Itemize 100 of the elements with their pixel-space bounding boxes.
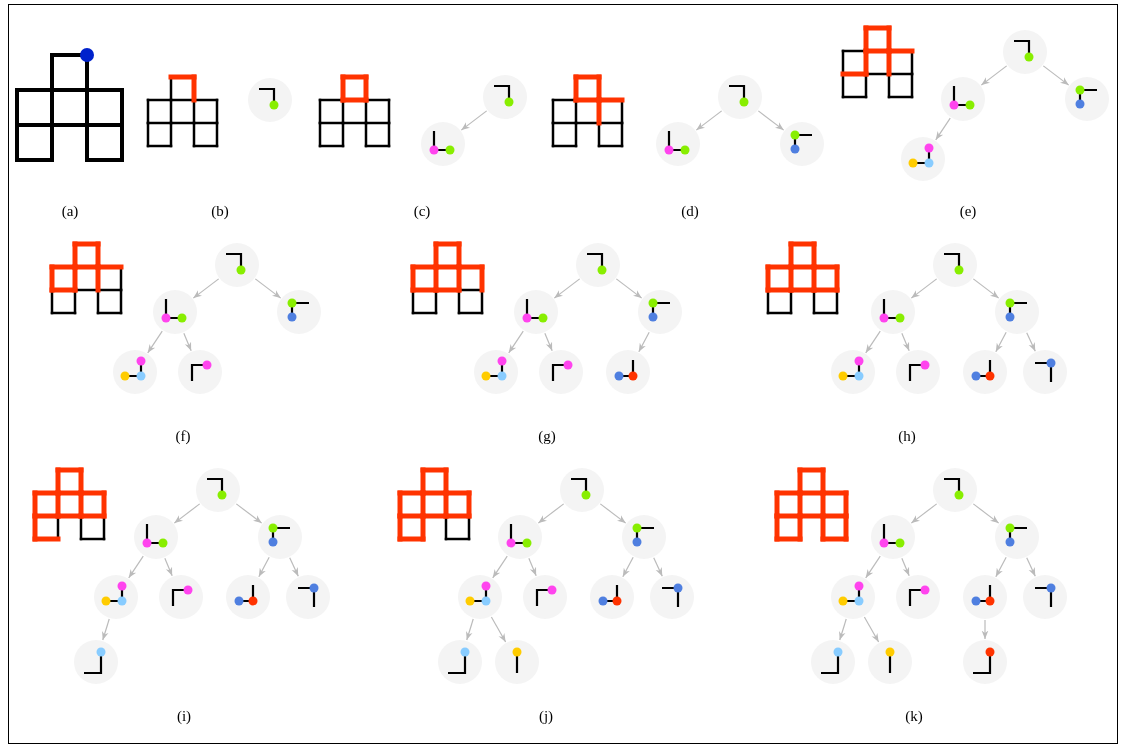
arrow <box>1042 65 1070 86</box>
arrow <box>638 331 650 353</box>
arrow <box>183 332 192 352</box>
tree-node-circle <box>498 515 542 559</box>
tree-node-circle <box>871 290 915 334</box>
arrow <box>289 557 299 577</box>
tree-node-circle <box>933 468 977 512</box>
arrow <box>980 65 1008 86</box>
tree-node-circle <box>178 350 222 394</box>
tree-node-circle <box>933 243 977 287</box>
arrow <box>173 503 201 524</box>
tree-node-circle <box>622 515 666 559</box>
tree-node-circle <box>1023 350 1067 394</box>
arrow <box>995 556 1007 578</box>
tree-node-circle <box>868 640 912 684</box>
tree-node-circle <box>74 640 118 684</box>
tree-node-circle <box>1003 30 1047 74</box>
arrow <box>910 503 938 524</box>
tree-node-circle <box>901 137 945 181</box>
tree-node-circle <box>226 575 270 619</box>
arrow <box>492 555 508 579</box>
arrow <box>622 556 634 578</box>
arrow <box>147 330 163 354</box>
arrow <box>235 503 263 524</box>
panel-label: (d) <box>681 203 699 220</box>
tree-node-circle <box>963 640 1007 684</box>
tree-node-circle <box>590 575 634 619</box>
arrow <box>901 332 910 352</box>
tree-node-circle <box>1065 77 1109 121</box>
arrow <box>865 555 881 579</box>
panel-label: (e) <box>959 203 977 220</box>
panel-label: (b) <box>211 203 229 220</box>
tree-node-circle <box>576 243 620 287</box>
tree-node-circle <box>483 75 527 119</box>
tree-node-circle <box>963 350 1007 394</box>
arrow <box>128 555 144 579</box>
tree-node-circle <box>113 350 157 394</box>
tree-node-circle <box>248 78 292 122</box>
tree-node-circle <box>196 468 240 512</box>
arrow <box>466 618 474 641</box>
tree-node-circle <box>656 122 700 166</box>
arrow <box>935 117 951 141</box>
tree-node-circle <box>560 468 604 512</box>
tree-node-circle <box>995 515 1039 559</box>
tree-node-circle <box>286 575 330 619</box>
tree-node-circle <box>495 640 539 684</box>
tree-node-circle <box>514 290 558 334</box>
arrow <box>1026 557 1036 577</box>
tree-node-circle <box>811 640 855 684</box>
arrow <box>865 330 881 354</box>
arrow <box>164 557 173 577</box>
tree-node-circle <box>896 575 940 619</box>
tree-node-circle <box>871 515 915 559</box>
arrow <box>695 110 723 131</box>
tree-node-circle <box>995 290 1039 334</box>
panel-label: (h) <box>898 428 916 445</box>
arrow <box>972 278 1000 299</box>
tree-node-circle <box>134 515 178 559</box>
arrow <box>599 503 627 524</box>
arrow <box>537 503 565 524</box>
arrow <box>192 278 220 299</box>
tree-node-circle <box>474 350 518 394</box>
tree-node-circle <box>539 350 583 394</box>
tree-node-circle <box>523 575 567 619</box>
arrow <box>544 332 553 352</box>
tree-node-circle <box>1023 575 1067 619</box>
tree-node-circle <box>941 77 985 121</box>
arrow <box>528 557 537 577</box>
tree-node-circle <box>718 75 762 119</box>
tree-node-circle <box>438 640 482 684</box>
arrow <box>901 557 910 577</box>
arrow <box>839 618 847 641</box>
arrow <box>863 616 880 643</box>
arrow <box>1026 332 1036 352</box>
tree-node-circle <box>606 350 650 394</box>
panel-label: (f) <box>175 428 191 445</box>
arrow <box>258 556 270 578</box>
panel-label: (k) <box>905 708 923 725</box>
tree-node-circle <box>159 575 203 619</box>
arrow <box>653 557 663 577</box>
arrow <box>254 278 282 299</box>
tree-node-circle <box>458 575 502 619</box>
tree-node-circle <box>258 515 302 559</box>
panel-label: (g) <box>538 428 556 445</box>
tree-node-circle <box>94 575 138 619</box>
panel-label: (j) <box>538 708 554 725</box>
panel-label: (a) <box>61 203 79 220</box>
arrow <box>490 616 507 643</box>
arrow <box>972 503 1000 524</box>
arrow <box>508 330 524 354</box>
tree-node-circle <box>638 290 682 334</box>
tree-node-circle <box>963 575 1007 619</box>
tree-node-circle <box>780 122 824 166</box>
arrow <box>460 110 488 131</box>
arrow <box>910 278 938 299</box>
panel-label: (c) <box>413 203 431 220</box>
arrow <box>553 278 581 299</box>
tree-node-circle <box>153 290 197 334</box>
tree-node-circle <box>831 350 875 394</box>
arrow <box>981 619 989 640</box>
